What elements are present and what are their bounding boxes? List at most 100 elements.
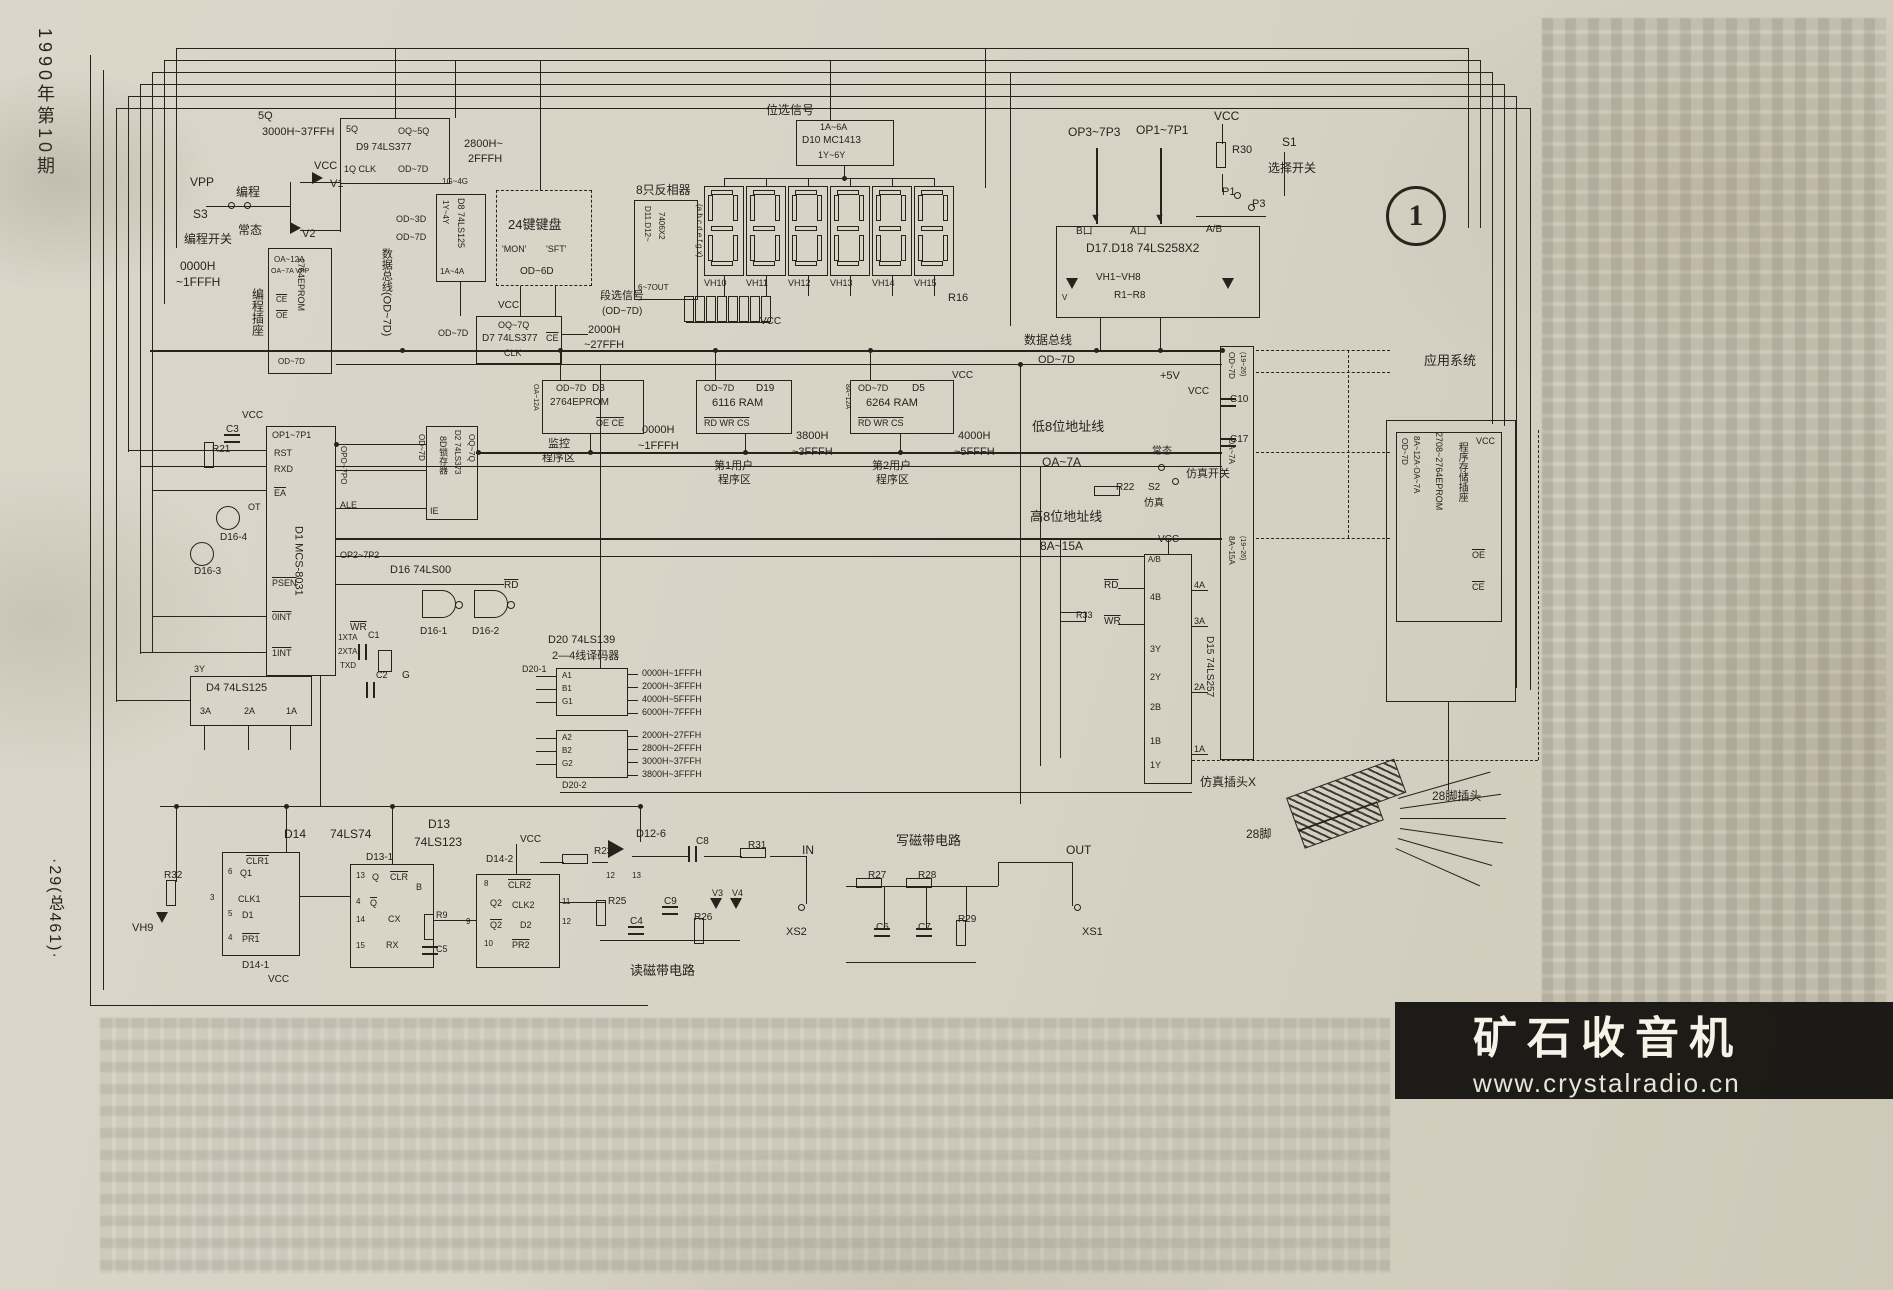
resistor-symbol [739, 296, 749, 322]
schematic-label: Q [370, 898, 378, 908]
wire [336, 508, 426, 509]
seven-segment-display [788, 186, 828, 276]
diode-icon [1222, 278, 1234, 289]
schematic-label: 第2用户 [872, 460, 912, 472]
schematic-label: D14 [284, 827, 307, 841]
schematic-label: 2000H~3FFFH [642, 681, 702, 691]
schematic-label: 8只反相器 [636, 183, 691, 197]
wire [536, 676, 556, 677]
wire [900, 434, 901, 452]
schematic-label: Q1 [240, 868, 253, 878]
wire [336, 364, 1222, 365]
schematic-label: 6000H~7FFFH [642, 707, 702, 717]
segment [837, 226, 859, 231]
schematic-label: OA~7A [1042, 455, 1082, 469]
wire [336, 466, 1222, 467]
schematic-label: (OD~7D) [602, 306, 643, 317]
junction-dot [1219, 347, 1225, 353]
ic-d1-mcs8031 [266, 426, 336, 676]
schematic-label: G2 [562, 759, 573, 768]
schematic-label: C6 [876, 922, 889, 933]
schematic-label: ~3FFFH [792, 446, 833, 458]
schematic-label: D14-1 [242, 960, 270, 971]
junction-dot [1093, 347, 1099, 353]
schematic-label: C10 [1230, 394, 1249, 405]
seven-segment-display [914, 186, 954, 276]
wire [628, 775, 638, 776]
schematic-label: Q [372, 872, 380, 882]
schematic-label: PR2 [512, 940, 530, 950]
segment [834, 235, 839, 261]
wire [560, 792, 1192, 793]
schematic-label: 10 [484, 939, 493, 948]
diode-icon [730, 898, 742, 909]
wire [140, 84, 1504, 85]
crystal-symbol [378, 650, 392, 672]
ic-d20-2-decoder [556, 730, 628, 778]
schematic-label: PSEN [272, 578, 297, 588]
wire [1448, 702, 1449, 790]
schematic-label: D14-2 [486, 854, 514, 865]
schematic-label: 5 [228, 909, 233, 918]
junction-dot [897, 449, 903, 455]
capacitor-symbol [366, 682, 375, 698]
schematic-label: D13 [428, 817, 451, 831]
ic-d9-74ls377 [340, 118, 450, 184]
schematic-label: 3000H~37FFH [262, 126, 335, 138]
wire [1256, 372, 1390, 373]
schematic-label: VCC [1476, 436, 1496, 446]
schematic-label: CE [1472, 582, 1485, 592]
schematic-label: OQ~7Q [466, 434, 476, 462]
schematic-label: 编程插座 [250, 288, 265, 336]
resistor-symbol [596, 900, 606, 926]
wire [628, 749, 638, 750]
junction-dot [841, 175, 847, 181]
ic-d8-74ls125 [436, 194, 486, 282]
wire [628, 736, 638, 737]
schematic-label: 4 [228, 933, 233, 942]
wire [392, 806, 393, 864]
junction-dot [712, 347, 718, 353]
schematic-label: OE [276, 311, 288, 320]
schematic-label: 14 [356, 915, 365, 924]
wire [1222, 174, 1223, 192]
segment [918, 235, 923, 261]
schematic-label: 3Y [194, 664, 206, 674]
wire [998, 862, 999, 886]
schematic-label: 11 [562, 897, 571, 906]
schematic-label: C17 [1230, 434, 1249, 445]
wire [926, 886, 927, 930]
segment [753, 226, 775, 231]
wire [152, 72, 1492, 73]
schematic-label: CE [546, 333, 559, 343]
inverter-icon [608, 840, 624, 858]
schematic-label: R22 [1116, 482, 1135, 493]
schematic-label: V4 [732, 888, 744, 898]
schematic-label: 6264 RAM [866, 397, 918, 409]
programming-socket [268, 248, 332, 374]
display-label: VH10 [704, 278, 727, 288]
wire [176, 48, 1468, 49]
wire [1040, 466, 1041, 766]
schematic-label: OUT [1066, 843, 1092, 857]
schematic-label: 1INT [272, 648, 292, 658]
wire [704, 856, 742, 857]
segment [921, 190, 943, 195]
schematic-label: 12 [606, 871, 615, 880]
schematic-label: 3A [1194, 616, 1206, 626]
wire [555, 286, 556, 316]
watermark-url: www.crystalradio.cn [1473, 1068, 1741, 1098]
wire [850, 178, 851, 186]
schematic-label: V [1062, 293, 1068, 302]
wire [128, 96, 129, 452]
wire [1096, 148, 1098, 224]
schematic-label: OD~7D [416, 434, 426, 461]
wire [1192, 626, 1208, 627]
wire [395, 48, 396, 118]
watermark: 矿石收音机 www.crystalradio.cn [1395, 1002, 1893, 1099]
figure-number-badge: 1 [1386, 186, 1446, 246]
wire [1399, 828, 1503, 844]
schematic-label: 7406X2 [656, 212, 666, 240]
schematic-label: 8A~15A [1040, 539, 1084, 553]
schematic-label: IE [430, 506, 439, 516]
